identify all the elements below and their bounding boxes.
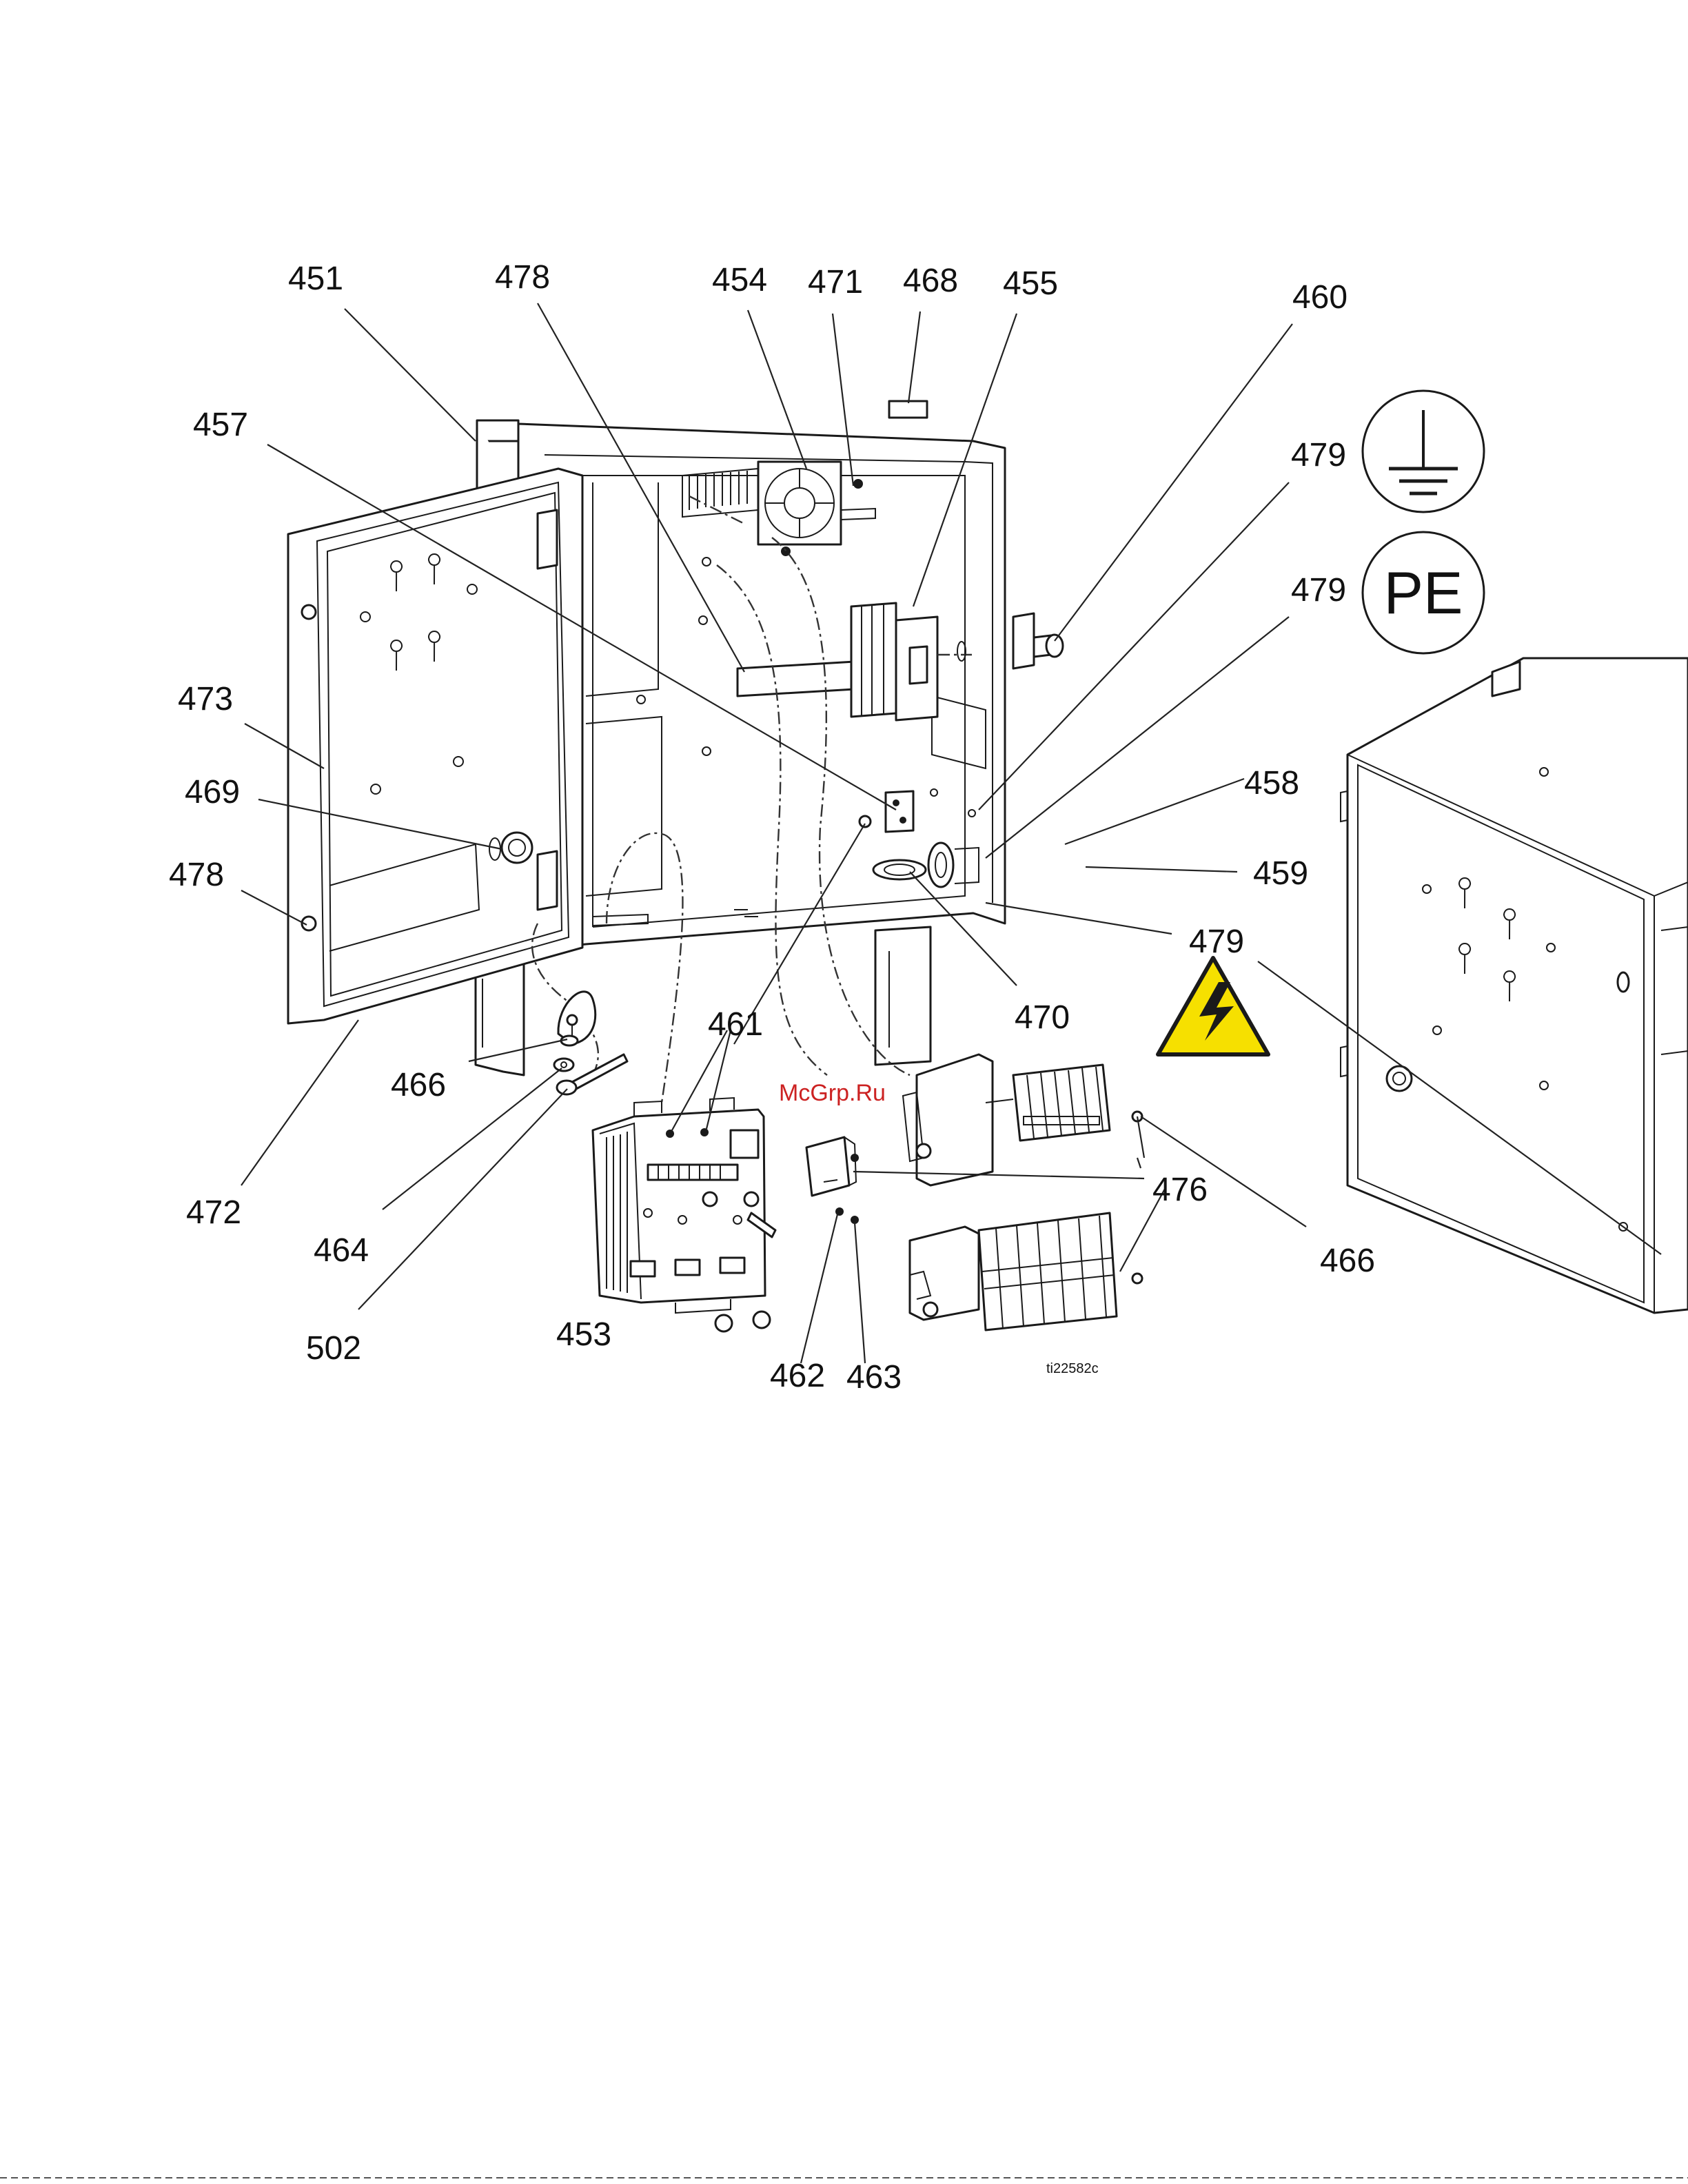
figure-id: ti22582c: [1046, 1361, 1099, 1376]
callout-468: 468: [903, 263, 958, 299]
callout-470: 470: [1015, 999, 1070, 1036]
callout-459: 459: [1253, 855, 1308, 892]
callout-469: 469: [185, 774, 240, 810]
callout-455: 455: [1003, 265, 1058, 302]
callout-479-warning: 479: [1189, 923, 1244, 960]
ground-strap: [554, 992, 627, 1094]
high-voltage-warning-icon: [1158, 958, 1268, 1054]
enclosure-closed: [1341, 658, 1688, 1313]
callout-466-left: 466: [391, 1067, 446, 1103]
callout-460: 460: [1292, 279, 1348, 316]
callout-478-top: 478: [495, 259, 550, 296]
control-module-453: [593, 1098, 775, 1331]
ground-symbol-479: [1363, 391, 1484, 512]
terminal-rail-upper: [903, 1054, 1142, 1185]
callout-471: 471: [808, 264, 863, 300]
watermark-text: McGrp.Ru: [779, 1080, 886, 1106]
callout-454: 454: [712, 262, 767, 298]
callout-463: 463: [846, 1359, 902, 1396]
callout-462: 462: [770, 1358, 825, 1394]
callout-479-ground: 479: [1291, 437, 1346, 473]
enclosure-door: [288, 469, 582, 1023]
pe-symbol-479: PE: [1363, 532, 1484, 653]
callout-461: 461: [708, 1006, 763, 1043]
pe-label: PE: [1384, 560, 1463, 626]
callout-457: 457: [193, 407, 248, 443]
callout-466-right: 466: [1320, 1243, 1375, 1279]
callout-451: 451: [288, 261, 343, 297]
callout-458: 458: [1244, 765, 1299, 802]
line-filter: [806, 1137, 859, 1224]
callout-479-pe: 479: [1291, 572, 1346, 609]
callout-478-door: 478: [169, 857, 224, 893]
callout-453: 453: [556, 1316, 611, 1353]
callout-472: 472: [186, 1194, 241, 1231]
breaker-rail-lower: [910, 1213, 1142, 1330]
callout-464: 464: [314, 1232, 369, 1269]
callout-473: 473: [178, 681, 233, 717]
callout-476: 476: [1152, 1172, 1208, 1208]
callout-502: 502: [306, 1330, 361, 1367]
